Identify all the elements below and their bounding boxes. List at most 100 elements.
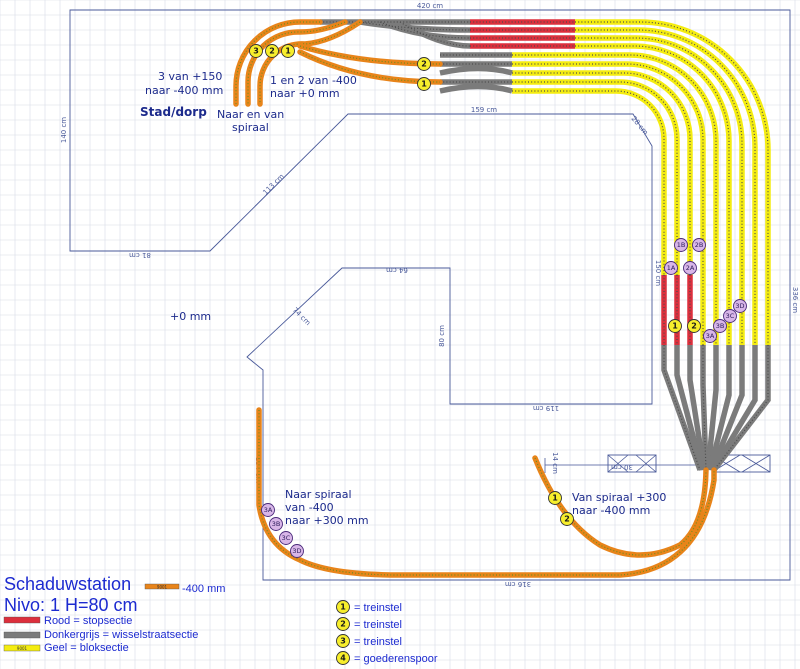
svg-text:2A: 2A bbox=[686, 264, 695, 272]
track-markers: 3 2 1 2 1 1B 2B 1A 2A 3D 3C 3B 3A 1 2 3A… bbox=[249, 44, 747, 558]
legend-grey-swatch bbox=[3, 631, 41, 639]
scale-bar-left bbox=[607, 454, 657, 473]
marker-2B: 2B bbox=[692, 238, 706, 252]
legend-yellow-swatch-code: 9001 bbox=[17, 646, 28, 651]
dim-right-outer: 336 cm bbox=[791, 287, 799, 313]
marker-lower-3C: 3C bbox=[279, 531, 293, 545]
svg-text:2: 2 bbox=[269, 47, 275, 56]
legend-yellow-text: Geel = bloksectie bbox=[44, 642, 129, 654]
svg-text:= treinstel: = treinstel bbox=[354, 602, 402, 614]
svg-text:3D: 3D bbox=[292, 547, 301, 555]
svg-text:2: 2 bbox=[564, 515, 570, 524]
svg-text:3A: 3A bbox=[264, 506, 273, 514]
from-spiral-line1: Van spiraal +300 bbox=[572, 491, 666, 504]
svg-text:2: 2 bbox=[421, 60, 427, 69]
marker-1B: 1B bbox=[674, 238, 688, 252]
legend-level-line: Nivo: 1 H=80 cm bbox=[4, 595, 138, 615]
marker-spiral-1: 1 bbox=[548, 491, 562, 505]
svg-text:3B: 3B bbox=[716, 322, 725, 330]
key-item-4: 4 = goederenspoor bbox=[336, 651, 438, 665]
key-item-3: 3 = treinstel bbox=[336, 634, 402, 648]
svg-text:1A: 1A bbox=[667, 264, 676, 272]
svg-text:1: 1 bbox=[285, 47, 291, 56]
naar-note-line1: Naar en van bbox=[217, 108, 284, 121]
to-spiral-line2: van -400 bbox=[285, 501, 334, 514]
marker-mid-1: 1 bbox=[417, 77, 431, 91]
marker-2A: 2A bbox=[683, 261, 697, 275]
top-stop-sections bbox=[470, 19, 575, 49]
svg-text:3D: 3D bbox=[735, 302, 744, 310]
legend-swatch-code: 9001 bbox=[157, 585, 168, 590]
dim-diag-left: 113 cm bbox=[261, 172, 285, 196]
dim-inner-top: 159 cm bbox=[471, 106, 497, 114]
legend-track-level: -400 mm bbox=[182, 583, 225, 595]
svg-text:3C: 3C bbox=[282, 534, 291, 542]
marker-3C: 3C bbox=[723, 309, 737, 323]
legend: Schaduwstation 9001 -400 mm Nivo: 1 H=80… bbox=[3, 574, 225, 654]
marker-3B: 3B bbox=[713, 319, 727, 333]
right-switch-ladder bbox=[661, 345, 771, 472]
dim-right-inner: 150 cm bbox=[654, 260, 662, 286]
from-spiral-line2: naar -400 mm bbox=[572, 504, 650, 517]
dim-bottom-left: 81 cm bbox=[129, 251, 151, 259]
svg-text:3A: 3A bbox=[706, 332, 715, 340]
svg-text:= goederenspoor: = goederenspoor bbox=[354, 653, 438, 665]
svg-text:= treinstel: = treinstel bbox=[354, 619, 402, 631]
marker-3A: 3A bbox=[703, 329, 717, 343]
marker-key: 1 = treinstel 2 = treinstel 3 = treinstel 4… bbox=[336, 600, 438, 665]
legend-title: Schaduwstation bbox=[4, 574, 131, 594]
legend-red-text: Rood = stopsectie bbox=[44, 615, 132, 627]
marker-right-1: 1 bbox=[668, 319, 682, 333]
baseboard-outline bbox=[69, 9, 791, 581]
dim-top: 420 cm bbox=[417, 2, 443, 10]
svg-text:2B: 2B bbox=[695, 241, 704, 249]
marker-top-1: 1 bbox=[281, 44, 295, 58]
to-spiral-line3: naar +300 mm bbox=[285, 514, 369, 527]
legend-red-swatch bbox=[3, 616, 41, 624]
marker-mid-2: 2 bbox=[417, 57, 431, 71]
spiral-note-line2: naar +0 mm bbox=[270, 87, 340, 100]
spiral-note-line1: 1 en 2 van -400 bbox=[270, 74, 357, 87]
marker-lower-3A: 3A bbox=[261, 503, 275, 517]
dim-mid-inner: 80 cm bbox=[438, 325, 446, 347]
dim-small-horizontal: 30 cm bbox=[611, 463, 633, 471]
svg-text:1: 1 bbox=[340, 603, 346, 612]
dim-left: 140 cm bbox=[60, 117, 68, 143]
svg-text:2: 2 bbox=[340, 620, 346, 629]
marker-top-2: 2 bbox=[265, 44, 279, 58]
to-spiral-line1: Naar spiraal bbox=[285, 488, 352, 501]
marker-lower-3B: 3B bbox=[269, 517, 283, 531]
svg-text:3: 3 bbox=[340, 637, 346, 646]
dim-lower-bottom: 316 cm bbox=[505, 580, 531, 588]
key-item-1: 1 = treinstel bbox=[336, 600, 402, 614]
yard-curves bbox=[512, 19, 771, 345]
svg-text:2: 2 bbox=[691, 322, 697, 331]
svg-text:1B: 1B bbox=[677, 241, 686, 249]
naar-note-line2: spiraal bbox=[232, 121, 269, 134]
marker-top-3: 3 bbox=[249, 44, 263, 58]
marker-right-2: 2 bbox=[687, 319, 701, 333]
svg-text:4: 4 bbox=[340, 654, 346, 663]
orange-tracks-lower bbox=[256, 407, 717, 578]
svg-text:1: 1 bbox=[552, 494, 558, 503]
right-stop-sections bbox=[661, 275, 693, 345]
annotations: 3 van +150 naar -400 mm Stad/dorp 1 en 2… bbox=[140, 70, 666, 527]
top-switch-ladder bbox=[320, 19, 513, 94]
legend-orange-swatch bbox=[144, 583, 180, 590]
dim-small-vertical: 14 cm bbox=[551, 452, 559, 474]
legend-yellow-swatch bbox=[3, 644, 41, 652]
marker-3D: 3D bbox=[733, 299, 747, 313]
dim-mid-top: 64 cm bbox=[386, 266, 408, 274]
svg-text:1: 1 bbox=[672, 322, 678, 331]
svg-text:3B: 3B bbox=[272, 520, 281, 528]
stad-title: Stad/dorp bbox=[140, 105, 207, 119]
marker-spiral-2: 2 bbox=[560, 512, 574, 526]
level-note: +0 mm bbox=[170, 310, 211, 323]
stad-note-line1: 3 van +150 bbox=[158, 70, 222, 83]
svg-text:1: 1 bbox=[421, 80, 427, 89]
svg-text:= treinstel: = treinstel bbox=[354, 636, 402, 648]
svg-text:3: 3 bbox=[253, 47, 259, 56]
dim-mid-diag: 74 cm bbox=[291, 306, 312, 327]
